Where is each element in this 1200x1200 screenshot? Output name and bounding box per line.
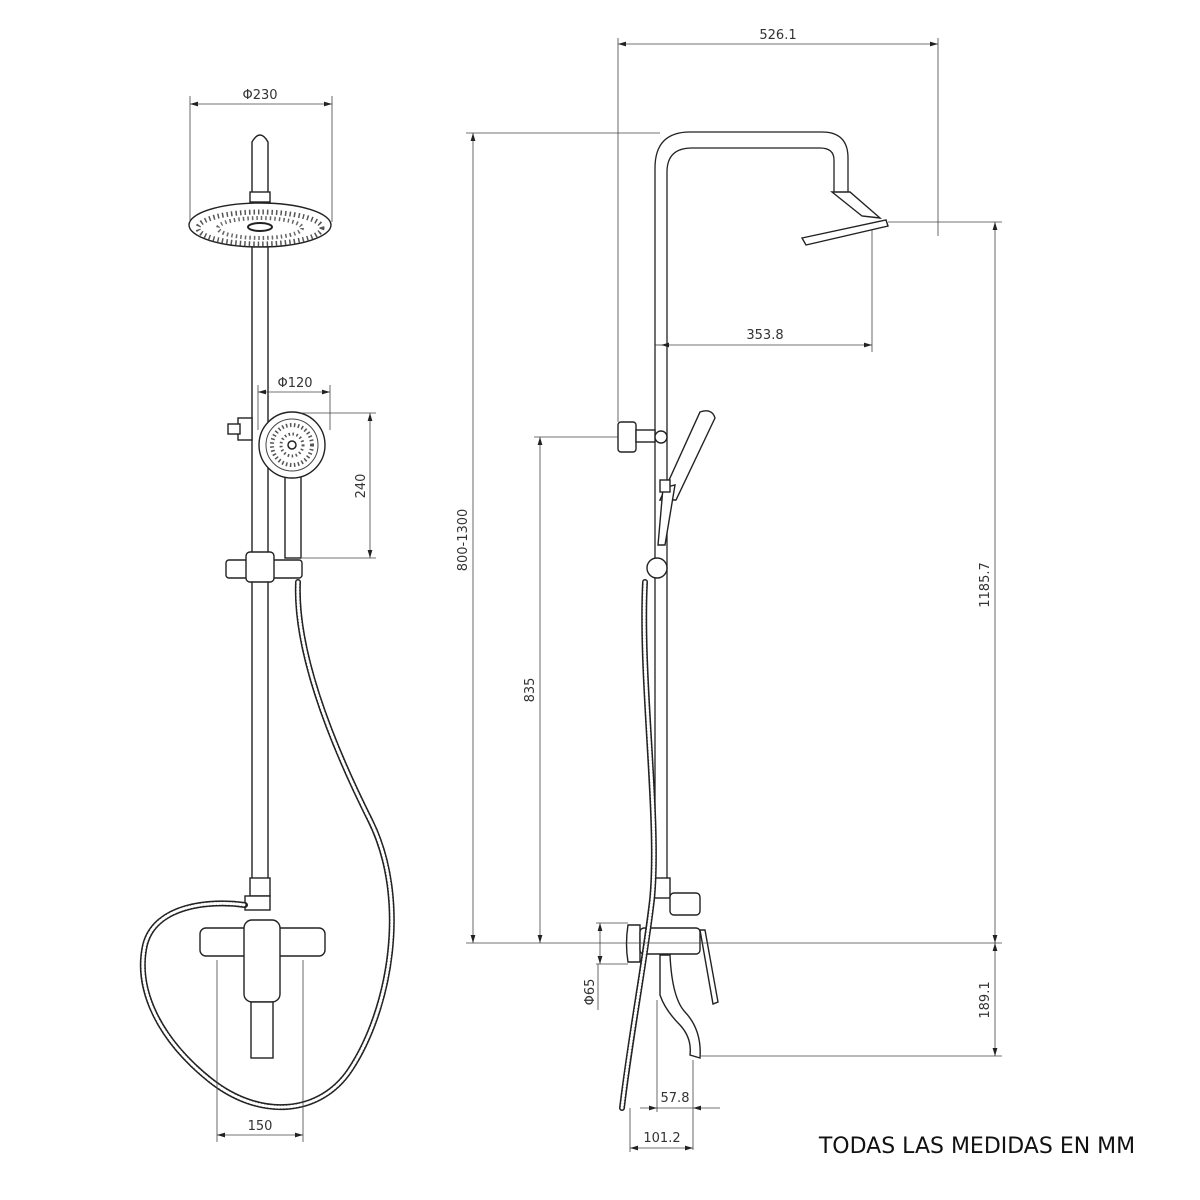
- slider-holder: [225, 551, 303, 583]
- rain-shower-head: [800, 191, 889, 246]
- front-view: Φ230 Φ120 240 150: [139, 88, 395, 1142]
- dim-bracket-height: 835: [523, 436, 618, 943]
- dim-label: 353.8: [746, 328, 783, 343]
- dim-spout-projection: 101.2: [629, 1108, 693, 1152]
- shower-hose: [619, 579, 657, 1111]
- dim-total-width: 526.1: [617, 28, 939, 422]
- dim-arm-reach: 353.8: [661, 230, 873, 352]
- hand-shower: [258, 411, 326, 559]
- diverter-fitting: [244, 895, 271, 911]
- dim-hand-height: 240: [300, 412, 376, 559]
- hand-shower: [657, 410, 716, 546]
- rain-shower-head: [188, 202, 332, 248]
- side-view: 526.1 353.8 800-1300 835 1185.7 189.1: [456, 28, 1002, 1152]
- dim-mixer-spacing: 150: [216, 960, 304, 1142]
- diverter-knob: [669, 892, 701, 916]
- top-pipe: [251, 134, 269, 211]
- dim-flange-diameter: Φ65: [583, 922, 628, 1010]
- dim-label: 240: [354, 474, 369, 499]
- dim-label: Φ120: [277, 376, 312, 391]
- footer-note: TODAS LAS MEDIDAS EN MM: [818, 1134, 1135, 1159]
- dim-spout-drop: 189.1: [700, 943, 1002, 1057]
- wall-bracket: [617, 421, 668, 453]
- dim-label: 57.8: [661, 1091, 690, 1106]
- dim-label: 800-1300: [456, 509, 471, 572]
- dim-label: 1185.7: [978, 562, 993, 608]
- slider-knob: [646, 557, 668, 579]
- mixer-valve: [625, 924, 719, 1059]
- dim-label: 101.2: [643, 1131, 680, 1146]
- head-connector: [249, 191, 271, 203]
- dim-label: 189.1: [978, 981, 993, 1018]
- dim-label: 526.1: [759, 28, 796, 43]
- rail-fitting: [249, 877, 271, 897]
- shower-column: [654, 131, 849, 880]
- dim-spout-offset: 57.8: [640, 1000, 720, 1150]
- dim-label: 835: [523, 678, 538, 703]
- dim-head-height: 1185.7: [888, 221, 1002, 943]
- dim-hand-diameter: Φ120: [257, 376, 331, 430]
- dim-head-diameter: Φ230: [189, 88, 333, 222]
- mixer-valve: [199, 919, 326, 1059]
- dim-label: Φ230: [242, 88, 277, 103]
- dim-label: 150: [248, 1119, 273, 1134]
- dim-label: Φ65: [583, 979, 598, 1006]
- dim-height-range: 800-1300: [456, 132, 1002, 944]
- wall-bracket: [227, 417, 253, 441]
